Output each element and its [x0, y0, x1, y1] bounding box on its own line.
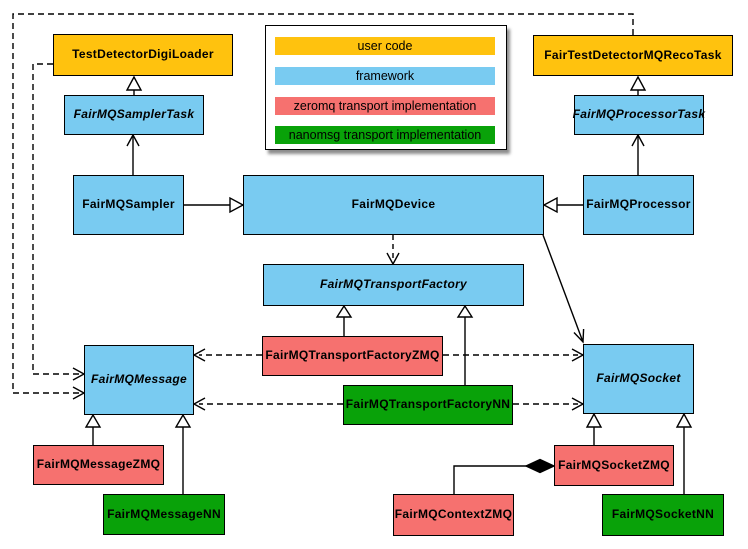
legend-item-framework: framework — [275, 67, 495, 85]
node-label: FairMQSamplerTask — [73, 107, 195, 122]
edge-factoryzmq-to-message — [192, 348, 262, 362]
node-fairmq-transport-factory-zmq: FairMQTransportFactoryZMQ — [262, 336, 443, 376]
edge-contextzmq-to-socketzmq — [453, 458, 556, 494]
node-label: TestDetectorDigiLoader — [72, 47, 214, 62]
node-label: FairMQSocketZMQ — [558, 457, 670, 472]
edge-messagezmq-to-message — [84, 413, 102, 445]
node-fairmq-transport-factory: FairMQTransportFactory — [263, 264, 524, 306]
edge-processortask-to-recotask — [629, 75, 647, 95]
composition-diamond-icon — [524, 458, 556, 474]
legend-label: zeromq transport implementation — [293, 99, 477, 113]
node-fairmq-socket: FairMQSocket — [583, 344, 694, 414]
node-label: FairMQDevice — [351, 197, 436, 212]
node-fairmq-transport-factory-nn: FairMQTransportFactoryNN — [343, 385, 513, 425]
edge-factoryzmq-to-socket — [443, 348, 585, 362]
node-label: FairMQTransportFactoryNN — [345, 397, 511, 412]
legend-item-user-code: user code — [275, 37, 495, 55]
node-label: FairMQContextZMQ — [394, 507, 513, 522]
node-test-detector-digi-loader: TestDetectorDigiLoader — [53, 34, 233, 76]
node-label: FairMQSocketNN — [611, 507, 715, 522]
node-label: FairMQTransportFactory — [319, 277, 468, 292]
legend-label: user code — [357, 39, 413, 53]
node-fairmq-sampler-task: FairMQSamplerTask — [64, 95, 204, 135]
node-fairmq-message-nn: FairMQMessageNN — [103, 494, 225, 535]
node-fairmq-message: FairMQMessage — [84, 345, 194, 415]
node-label: FairTestDetectorMQRecoTask — [544, 47, 722, 62]
node-label: FairMQSampler — [82, 197, 175, 212]
node-fairmq-sampler: FairMQSampler — [73, 175, 184, 235]
node-fairmq-processor-task: FairMQProcessorTask — [572, 95, 706, 135]
node-label: FairMQMessageNN — [107, 506, 221, 521]
node-label: FairMQTransportFactoryZMQ — [265, 348, 440, 363]
node-label: FairMQSocket — [596, 371, 681, 386]
edge-sampler-to-device — [184, 196, 245, 214]
legend: user code framework zeromq transport imp… — [265, 25, 507, 150]
edge-factorynn-to-socket — [513, 397, 585, 411]
node-fairmq-socket-zmq: FairMQSocketZMQ — [554, 445, 674, 486]
legend-label: framework — [355, 69, 415, 83]
node-fairmq-context-zmq: FairMQContextZMQ — [393, 494, 514, 536]
node-fairmq-processor: FairMQProcessor — [583, 175, 694, 235]
edge-samplertask-to-digiloader — [125, 75, 143, 95]
node-fairmq-device: FairMQDevice — [243, 175, 544, 235]
node-fairmq-message-zmq: FairMQMessageZMQ — [33, 445, 164, 485]
edge-sampler-to-samplertask — [126, 133, 140, 175]
node-fair-test-detector-mq-reco-task: FairTestDetectorMQRecoTask — [533, 35, 733, 76]
node-label: FairMQProcessorTask — [572, 107, 706, 122]
edge-socketnn-to-socket — [675, 412, 693, 494]
legend-item-zeromq: zeromq transport implementation — [275, 97, 495, 115]
edge-factoryzmq-to-transportfactory — [335, 304, 353, 336]
edge-factorynn-to-transportfactory — [456, 304, 474, 385]
node-fairmq-socket-nn: FairMQSocketNN — [602, 494, 724, 536]
edge-processor-to-processortask — [631, 133, 645, 175]
legend-item-nanomsg: nanomsg transport implementation — [275, 126, 495, 144]
edge-messagenn-to-message — [174, 413, 192, 494]
edge-socketzmq-to-socket — [585, 412, 603, 445]
edge-processor-to-device — [542, 196, 583, 214]
legend-label: nanomsg transport implementation — [288, 128, 482, 142]
node-label: FairMQMessageZMQ — [36, 457, 161, 472]
edge-factorynn-to-message — [192, 397, 343, 411]
edge-device-to-transportfactory — [386, 235, 400, 266]
node-label: FairMQProcessor — [586, 197, 691, 212]
node-label: FairMQMessage — [91, 372, 187, 387]
edge-device-to-socket — [542, 234, 585, 344]
